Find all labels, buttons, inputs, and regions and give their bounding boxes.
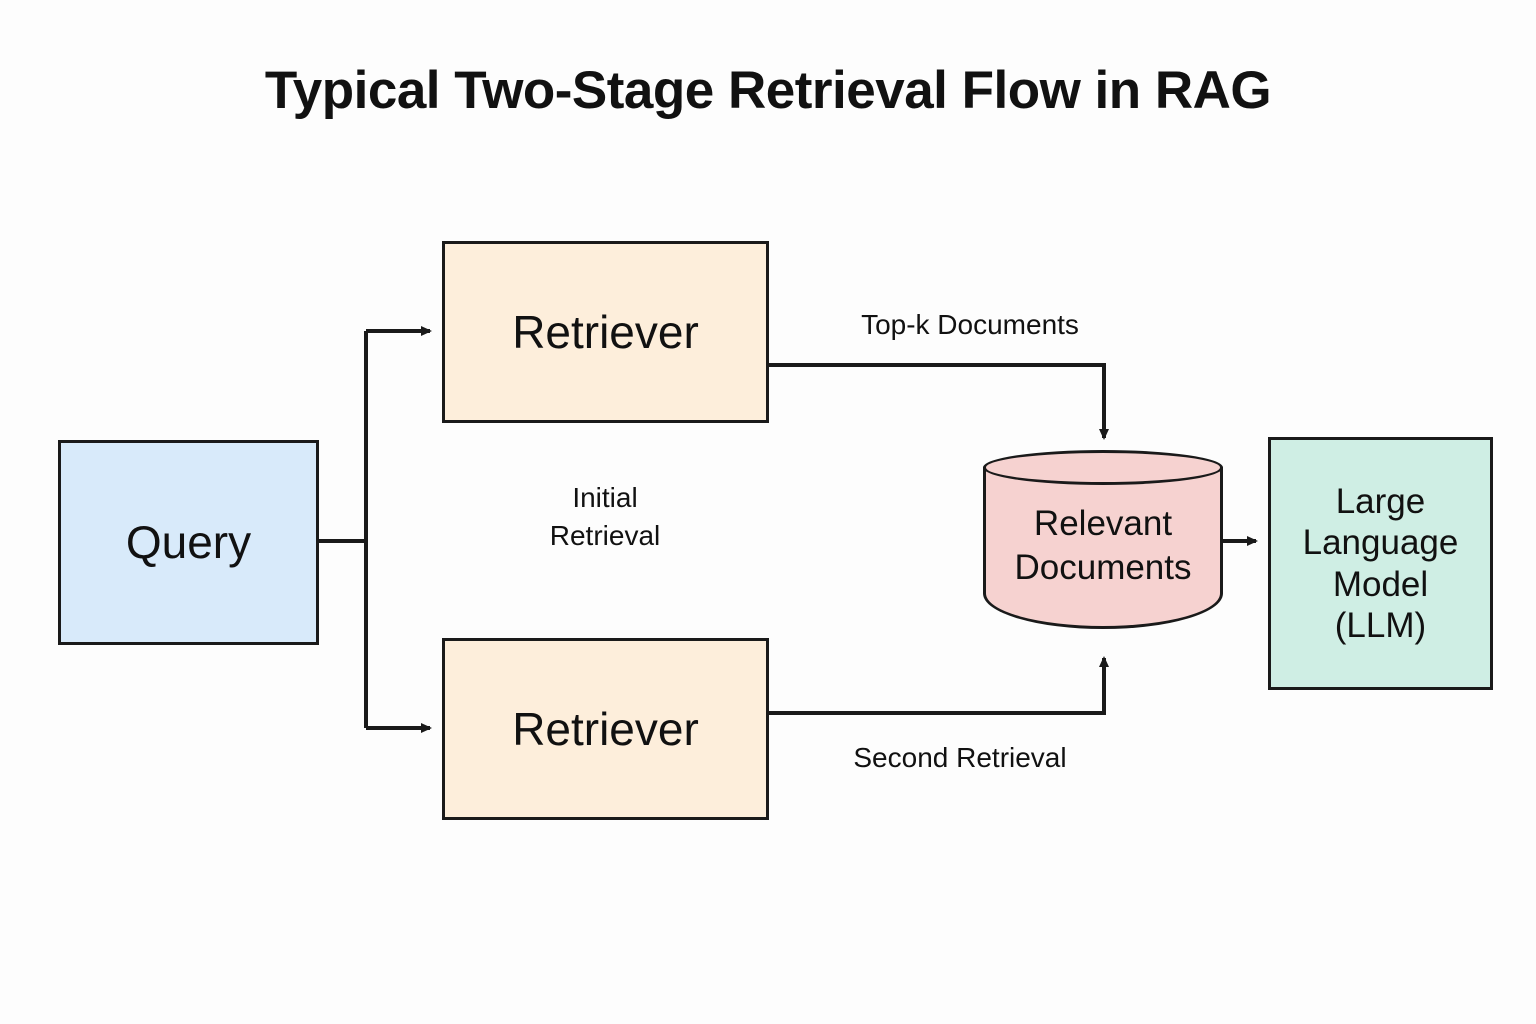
node-large-language-model[interactable]: Large Language Model (LLM) [1268, 437, 1493, 690]
node-retriever-top-label: Retriever [512, 305, 699, 358]
node-query-label: Query [125, 516, 252, 569]
node-query[interactable]: Query [58, 440, 319, 645]
node-relevant-documents[interactable]: Relevant Documents [983, 450, 1223, 646]
edge-label-initial-retrieval: Initial Retrieval [549, 482, 661, 551]
node-retriever-bottom-label: Retriever [512, 702, 699, 755]
node-retriever-bottom[interactable]: Retriever [442, 638, 769, 820]
node-retriever-top[interactable]: Retriever [442, 241, 769, 423]
node-relevant-documents-label: Relevant Documents [1014, 504, 1192, 588]
edge-bottom-retriever-to-store [769, 656, 1109, 715]
page-title: Typical Two-Stage Retrieval Flow in RAG [264, 61, 1272, 120]
edge-top-retriever-to-store [769, 363, 1109, 440]
edge-label-second-retrieval: Second Retrieval [853, 742, 1067, 773]
edge-query-to-retrievers [319, 326, 432, 733]
node-llm-label: Large Language Model (LLM) [1302, 481, 1459, 645]
cylinder-top-ellipse [983, 450, 1223, 485]
edge-label-top-k-documents: Top-k Documents [861, 309, 1079, 340]
cylinder-body [983, 467, 1223, 629]
